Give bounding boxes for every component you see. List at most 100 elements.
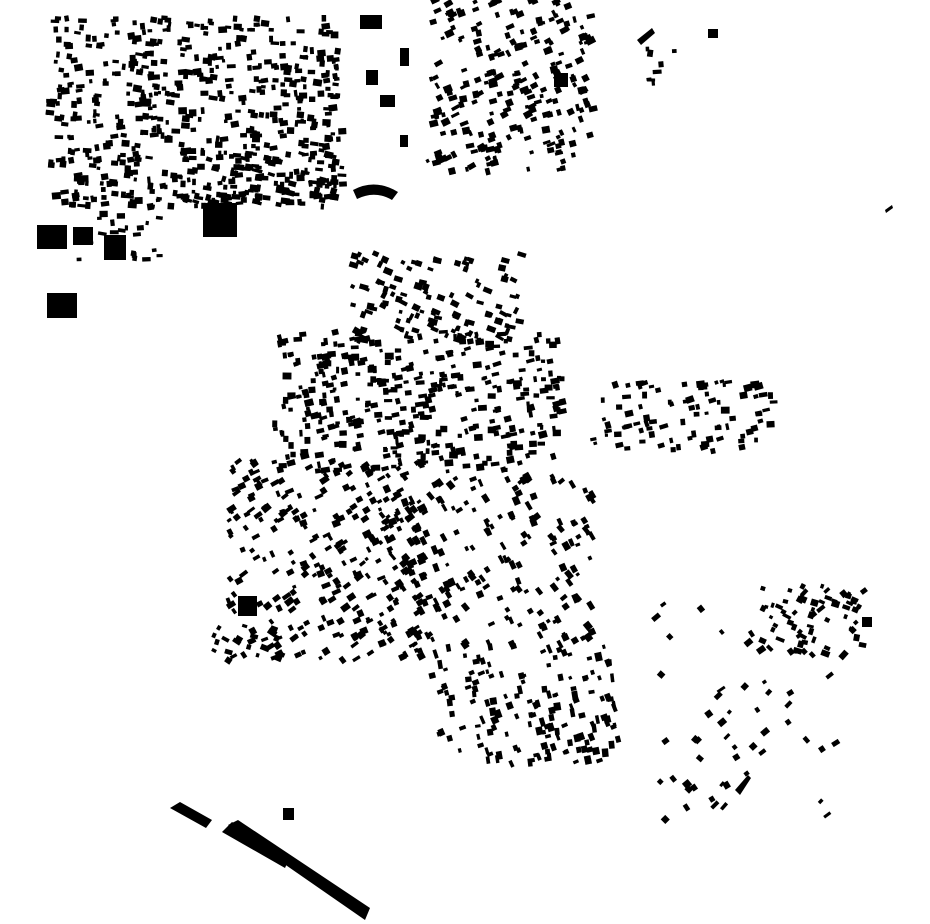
- building: [368, 339, 376, 347]
- building: [74, 189, 78, 195]
- building: [485, 145, 495, 153]
- building: [382, 630, 388, 636]
- building: [526, 93, 536, 101]
- building: [341, 559, 347, 567]
- building: [295, 68, 303, 74]
- building: [604, 720, 611, 728]
- building: [150, 59, 158, 66]
- building: [141, 64, 150, 70]
- building: [761, 679, 768, 685]
- building: [206, 138, 212, 144]
- building: [359, 310, 367, 319]
- building: [302, 45, 308, 53]
- building: [565, 577, 574, 587]
- building: [755, 411, 763, 417]
- building: [714, 425, 722, 431]
- building: [235, 109, 241, 113]
- building: [600, 397, 605, 403]
- building: [447, 166, 457, 176]
- building: [309, 47, 315, 55]
- building: [340, 381, 348, 388]
- building: [135, 115, 143, 122]
- building: [75, 88, 83, 93]
- building: [518, 428, 525, 434]
- building: [150, 50, 154, 57]
- building: [90, 195, 95, 203]
- building: [499, 110, 509, 119]
- building: [327, 163, 336, 169]
- building: [246, 636, 257, 646]
- building: [431, 74, 440, 81]
- building: [752, 393, 759, 400]
- building: [378, 611, 385, 618]
- building: [541, 377, 546, 382]
- building: [473, 45, 483, 54]
- building: [288, 442, 294, 449]
- building: [379, 626, 385, 634]
- building: [567, 652, 573, 657]
- building: [269, 145, 278, 152]
- building: [515, 318, 525, 325]
- building: [283, 808, 294, 820]
- building: [135, 154, 141, 159]
- building: [460, 602, 471, 612]
- building: [293, 336, 303, 342]
- building: [241, 623, 248, 629]
- building: [127, 100, 135, 107]
- building: [132, 84, 143, 93]
- building: [557, 477, 566, 485]
- building: [317, 623, 326, 632]
- building: [398, 517, 405, 524]
- building: [406, 561, 415, 570]
- building: [541, 125, 551, 134]
- building: [259, 643, 271, 653]
- building: [572, 759, 580, 765]
- building: [507, 511, 516, 521]
- building: [285, 568, 295, 577]
- building: [774, 603, 784, 611]
- building: [333, 395, 340, 404]
- building: [110, 133, 119, 140]
- building: [95, 113, 100, 117]
- building: [309, 141, 319, 147]
- building: [289, 633, 299, 642]
- building: [393, 275, 404, 283]
- building: [244, 152, 252, 159]
- building: [536, 367, 543, 372]
- building: [332, 57, 340, 63]
- building: [246, 177, 252, 182]
- building: [388, 283, 397, 291]
- building: [541, 685, 548, 693]
- building: [416, 503, 428, 514]
- building: [162, 27, 170, 32]
- building: [475, 590, 485, 599]
- building: [248, 165, 254, 171]
- building: [54, 135, 64, 140]
- building: [579, 24, 585, 30]
- building: [418, 279, 428, 286]
- building: [474, 578, 482, 586]
- building: [326, 618, 335, 627]
- building: [770, 626, 776, 633]
- building: [497, 513, 503, 520]
- building: [377, 619, 384, 627]
- building: [413, 460, 420, 467]
- building: [567, 739, 573, 747]
- building: [194, 203, 198, 209]
- building: [161, 86, 167, 91]
- building: [293, 168, 300, 176]
- building: [237, 481, 247, 491]
- building: [413, 624, 420, 631]
- building: [102, 78, 108, 86]
- building: [725, 423, 730, 431]
- building: [430, 544, 439, 556]
- building: [514, 693, 520, 699]
- building: [301, 143, 309, 149]
- building: [464, 545, 470, 552]
- building: [70, 149, 76, 156]
- building: [326, 406, 334, 413]
- building: [504, 327, 511, 335]
- building: [55, 51, 60, 58]
- building: [384, 398, 393, 403]
- building: [710, 800, 720, 810]
